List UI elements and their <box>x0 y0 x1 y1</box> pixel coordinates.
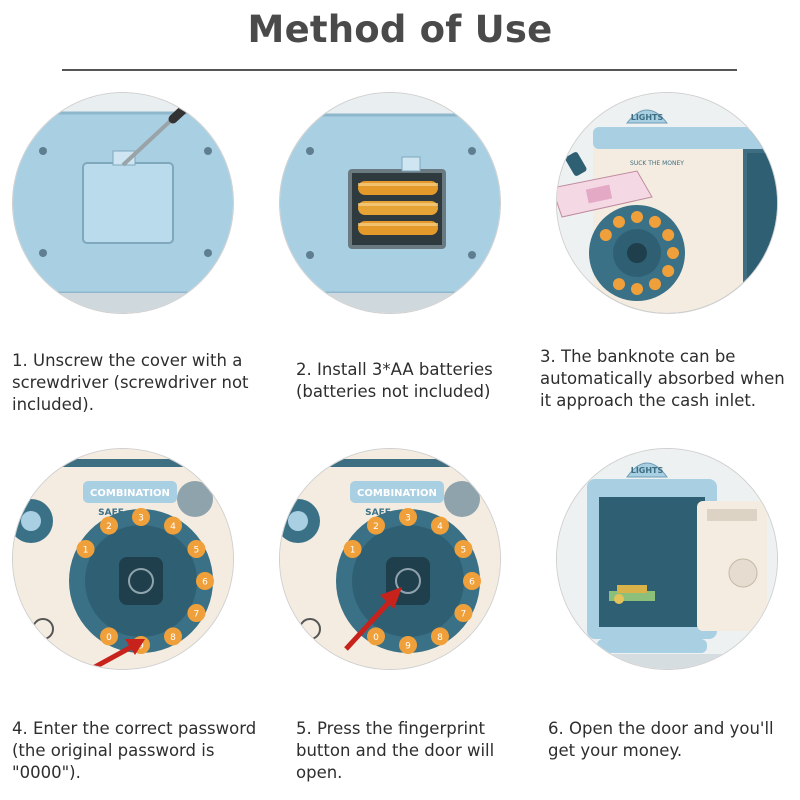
keypad-key <box>662 229 675 241</box>
step-5-image: COMBINATION SAFE 1 2 3 4 5 6 7 8 9 0 <box>279 448 501 670</box>
keypad-key <box>367 627 385 646</box>
keypad-key <box>100 627 118 646</box>
keypad-key <box>454 540 473 558</box>
step-2-caption: 2. Install 3*AA batteries (batteries not… <box>296 360 493 401</box>
keypad-digit: 3 <box>138 514 144 524</box>
keypad-key <box>463 572 481 590</box>
keypad-key <box>662 265 675 277</box>
keypad-key <box>399 508 417 526</box>
keypad-key <box>667 247 679 259</box>
keypad-digit: 7 <box>194 610 200 620</box>
keypad-key <box>187 540 206 558</box>
keypad-digit: 4 <box>170 522 176 532</box>
keypad-key <box>631 283 643 295</box>
combination-label-4: COMBINATION <box>90 488 170 499</box>
keypad-key <box>613 215 625 228</box>
keypad-digit: 8 <box>437 633 443 643</box>
keypad-digit: 9 <box>138 642 144 652</box>
keypad-digit: 1 <box>350 546 356 556</box>
keypad-digit: 7 <box>461 610 467 620</box>
keypad-key <box>399 636 417 654</box>
combination-label-5: COMBINATION <box>357 488 437 499</box>
step-4-image: COMBINATION SAFE 1 2 3 4 5 6 7 8 9 0 <box>12 448 234 670</box>
title-divider <box>62 69 737 71</box>
lights-badge-6: LIGHTS <box>631 466 664 475</box>
keypad-key <box>100 516 118 535</box>
step-3-image: LIGHTS SUCK THE MONEY <box>556 92 778 314</box>
keypad-key <box>196 572 214 590</box>
keypad-digit: 1 <box>83 546 89 556</box>
keypad-key <box>613 278 625 291</box>
keypad-key <box>164 516 182 535</box>
keypad-key <box>132 508 150 526</box>
keypad-key <box>431 627 449 646</box>
lights-badge: LIGHTS <box>631 113 664 122</box>
step-1-caption: 1. Unscrew the cover with a screwdriver … <box>12 351 249 414</box>
keypad-digit: 5 <box>194 546 200 556</box>
step-6-caption: 6. Open the door and you'll get your mon… <box>548 719 774 760</box>
step-4-caption: 4. Enter the correct password (the origi… <box>12 719 257 782</box>
keypad-digit: 2 <box>106 522 112 532</box>
safe-label-4: SAFE <box>98 508 124 518</box>
keypad-digit: 6 <box>202 578 208 588</box>
keypad-digit: 2 <box>373 522 379 532</box>
step-3-caption: 3. The banknote can be automatically abs… <box>540 347 785 410</box>
keypad-key <box>649 215 661 228</box>
step-1-image <box>12 92 234 314</box>
keypad-digit: 6 <box>469 578 475 588</box>
slot-label: SUCK THE MONEY <box>630 160 684 167</box>
keypad-key <box>631 211 643 223</box>
keypad-key <box>187 604 206 622</box>
keypad-key <box>76 540 95 558</box>
keypad-digit: 3 <box>405 514 411 524</box>
keypad-digit: 0 <box>106 633 112 643</box>
safe-label-5: SAFE <box>365 508 391 518</box>
keypad-key <box>343 540 362 558</box>
keypad-key <box>164 627 182 646</box>
page-title: Method of Use <box>247 8 553 51</box>
keypad-key <box>367 516 385 535</box>
keypad-digit: 0 <box>373 633 379 643</box>
keypad-key <box>599 229 612 241</box>
keypad-key <box>649 278 661 291</box>
step-5-caption: 5. Press the fingerprint button and the … <box>296 719 495 782</box>
keypad-digit: 4 <box>437 522 443 532</box>
keypad-digit: 9 <box>405 642 411 652</box>
keypad-key <box>431 516 449 535</box>
keypad-digit: 5 <box>461 546 467 556</box>
keypad-key <box>454 604 473 622</box>
step-6-image: LIGHTS <box>556 448 778 670</box>
keypad-digit: 8 <box>170 633 176 643</box>
step-2-image <box>279 92 501 314</box>
